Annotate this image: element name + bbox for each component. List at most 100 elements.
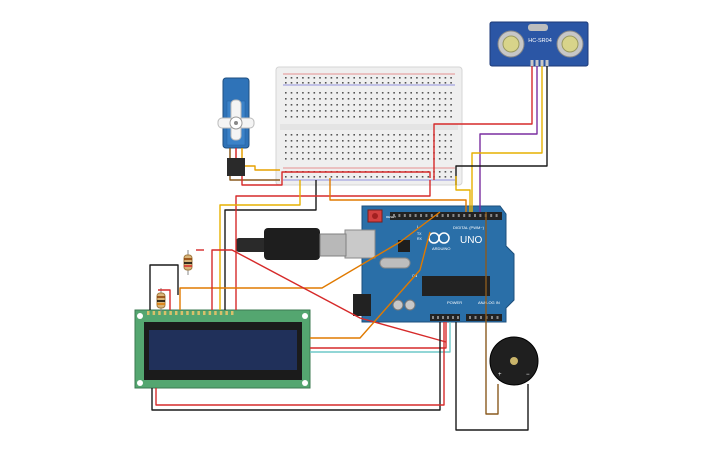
breadboard-hole (381, 82, 384, 84)
board-brand-label: ARDUINO (432, 246, 450, 251)
breadboard-hole (364, 158, 367, 160)
breadboard-hole (307, 158, 310, 160)
breadboard-hole (416, 98, 418, 100)
breadboard-hole (421, 98, 424, 100)
breadboard-hole (302, 98, 304, 100)
breadboard-hole (290, 134, 293, 136)
resistor-2[interactable] (156, 288, 166, 312)
breadboard-hole (336, 110, 338, 112)
breadboard-hole (353, 98, 355, 100)
lcd-display[interactable] (134, 309, 311, 389)
wire-rail-yellow (219, 180, 301, 310)
breadboard-hole (376, 104, 378, 106)
lcd-mount-hole (302, 380, 308, 386)
breadboard-hole (427, 146, 430, 148)
breadboard-hole (416, 104, 418, 106)
breadboard-hole (433, 98, 435, 100)
breadboard[interactable] (275, 66, 463, 186)
breadboard-hole (342, 116, 344, 118)
breadboard-hole (307, 146, 310, 148)
breadboard-hole (307, 110, 310, 112)
sensor-pin-header (530, 60, 549, 66)
lcd-screen (149, 330, 297, 370)
power-pin (447, 316, 449, 319)
breadboard-hole (285, 134, 287, 136)
piezo-buzzer[interactable]: + − (489, 336, 539, 386)
breadboard-hole (347, 77, 350, 79)
breadboard-hole (290, 82, 293, 84)
breadboard-hole (399, 158, 401, 160)
breadboard-hole (353, 104, 355, 106)
breadboard-hole (359, 110, 361, 112)
breadboard-hole (302, 116, 304, 118)
breadboard-hole (370, 158, 373, 160)
breadboard-hole (342, 110, 344, 112)
sensor-crystal (528, 24, 548, 31)
breadboard-hole (336, 116, 338, 118)
breadboard-hole (330, 176, 333, 178)
breadboard-hole (359, 82, 361, 84)
breadboard-hole (450, 104, 452, 106)
breadboard-hole (359, 146, 361, 148)
breadboard-hole (376, 176, 378, 178)
breadboard-hole (370, 77, 373, 79)
lcd-pin (175, 311, 178, 315)
breadboard-hole (370, 152, 373, 154)
usb-cable (236, 228, 347, 260)
breadboard-hole (359, 134, 361, 136)
breadboard-hole (381, 110, 384, 112)
breadboard-hole (427, 104, 430, 106)
digital-header (390, 212, 502, 220)
sensor-pin (535, 60, 539, 66)
power-pin (442, 316, 444, 319)
breadboard-hole (450, 77, 452, 79)
breadboard-hole (324, 82, 327, 84)
breadboard-hole (421, 140, 424, 142)
usb-chip (398, 240, 410, 252)
breadboard-hole (302, 92, 304, 94)
power-pin (457, 316, 459, 319)
breadboard-hole (313, 98, 316, 100)
breadboard-hole (290, 158, 293, 160)
breadboard-hole (387, 98, 390, 100)
breadboard-hole (296, 140, 298, 142)
breadboard-hole (438, 82, 441, 84)
breadboard-hole (376, 82, 378, 84)
analog-pin (469, 316, 471, 319)
breadboard-hole (416, 134, 418, 136)
breadboard-hole (324, 140, 327, 142)
breadboard-hole (427, 82, 430, 84)
digital-pin (403, 214, 406, 217)
lcd-pin (152, 311, 156, 315)
breadboard-hole (324, 104, 327, 106)
breadboard-hole (313, 146, 316, 148)
breadboard-hole (399, 116, 401, 118)
wire-rail-red (235, 180, 431, 310)
breadboard-hole (359, 92, 361, 94)
breadboard-hole (399, 140, 401, 142)
usb-port[interactable] (344, 229, 376, 259)
breadboard-hole (370, 82, 373, 84)
resistor-1[interactable] (183, 250, 193, 275)
breadboard-hole (433, 110, 435, 112)
breadboard-hole (285, 77, 287, 79)
breadboard-hole (427, 152, 430, 154)
breadboard-hole (359, 77, 361, 79)
digital-pin (463, 214, 466, 217)
breadboard-hole (410, 152, 412, 154)
breadboard-hole (416, 110, 418, 112)
analog-header (466, 314, 502, 321)
tx-label: TX (417, 232, 422, 236)
breadboard-hole (364, 98, 367, 100)
breadboard-hole (290, 104, 293, 106)
arduino-uno[interactable]: UNO ARDUINO DIGITAL (PWM~) POWER ANALOG … (344, 205, 515, 323)
breadboard-hole (313, 104, 316, 106)
ultrasonic-sensor[interactable]: HC-SR04 (489, 21, 589, 67)
servo-motor[interactable] (217, 77, 255, 176)
dc-power-jack[interactable] (353, 294, 371, 316)
breadboard-hole (359, 116, 361, 118)
l-label: L (417, 225, 419, 229)
breadboard-hole (347, 92, 350, 94)
breadboard-hole (381, 152, 384, 154)
breadboard-hole (285, 158, 287, 160)
